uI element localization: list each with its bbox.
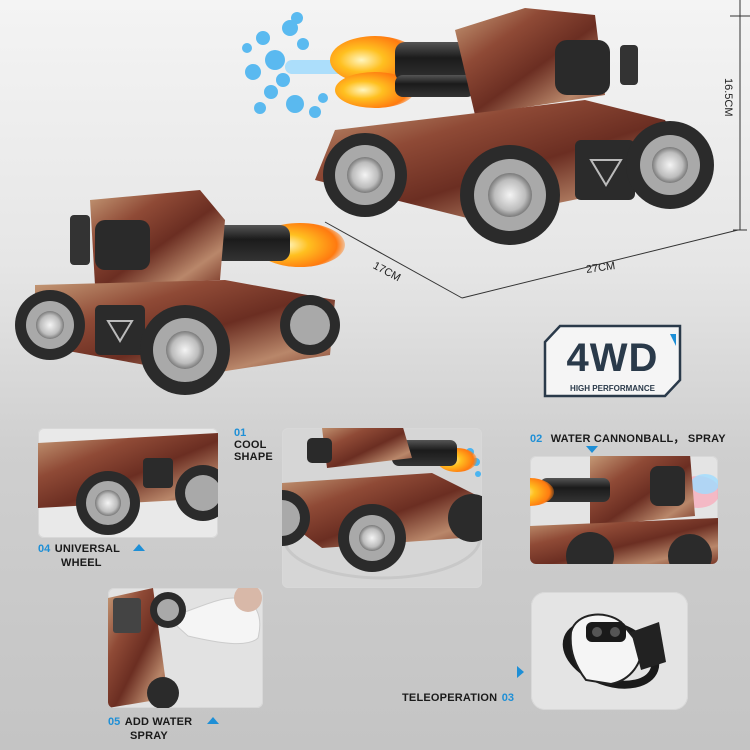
feature-universal-wheel-line2: WHEEL xyxy=(61,557,102,569)
feature-universal-wheel-number: 04 xyxy=(38,543,51,555)
badge-subtitle: HIGH PERFORMANCE xyxy=(570,384,655,393)
feature-water-cannonball-arrow-icon xyxy=(586,446,598,453)
feature-water-cannonball-label: WATER CANNONBALL， SPRAY xyxy=(550,433,726,445)
teleoperation-remote-image xyxy=(562,613,666,689)
feature-universal-wheel-panel xyxy=(38,428,218,538)
feature-water-cannonball-number: 02 xyxy=(530,433,543,445)
universal-wheel-image xyxy=(38,433,218,535)
feature-teleoperation-arrow-icon xyxy=(517,666,524,678)
feature-add-water-number: 05 xyxy=(108,716,121,728)
feature-universal-wheel: 04 UNIVERSAL WHEEL xyxy=(38,539,145,569)
feature-universal-wheel-arrow-icon xyxy=(132,544,145,552)
feature-water-cannonball: 02 WATER CANNONBALL， SPRAY xyxy=(530,429,726,447)
dimension-height-label: 16.5CM xyxy=(722,78,734,117)
feature-cool-shape: 01 COOL SHAPE xyxy=(234,427,273,463)
feature-cool-shape-number: 01 xyxy=(234,427,247,439)
add-water-image xyxy=(108,588,262,708)
tank-small-image xyxy=(15,190,345,395)
tank-large-image xyxy=(242,8,714,245)
badge-title: 4WD xyxy=(566,336,659,380)
badge-frame-icon xyxy=(543,324,682,398)
feature-universal-wheel-line1: UNIVERSAL xyxy=(54,543,121,555)
feature-water-cannonball-panel xyxy=(530,456,718,564)
feature-add-water-line2: SPRAY xyxy=(130,730,168,742)
water-cannonball-image xyxy=(530,456,718,564)
feature-teleoperation-number: 03 xyxy=(501,692,514,704)
feature-add-water-line1: ADD WATER xyxy=(124,716,193,728)
feature-cool-shape-panel xyxy=(282,428,482,588)
feature-teleoperation: TELEOPERATION 03 xyxy=(402,688,514,706)
feature-add-water-arrow-icon xyxy=(206,717,219,725)
feature-teleoperation-panel xyxy=(531,592,688,710)
feature-add-water: 05 ADD WATER SPRAY xyxy=(108,712,219,742)
cool-shape-image xyxy=(282,428,482,580)
feature-add-water-panel xyxy=(108,588,263,708)
water-splash-icon xyxy=(242,12,328,118)
feature-cool-shape-line2: SHAPE xyxy=(234,451,273,463)
four-wd-badge: 4WD HIGH PERFORMANCE xyxy=(530,320,695,405)
feature-cool-shape-line1: COOL xyxy=(234,439,267,451)
feature-teleoperation-label: TELEOPERATION xyxy=(402,692,498,704)
